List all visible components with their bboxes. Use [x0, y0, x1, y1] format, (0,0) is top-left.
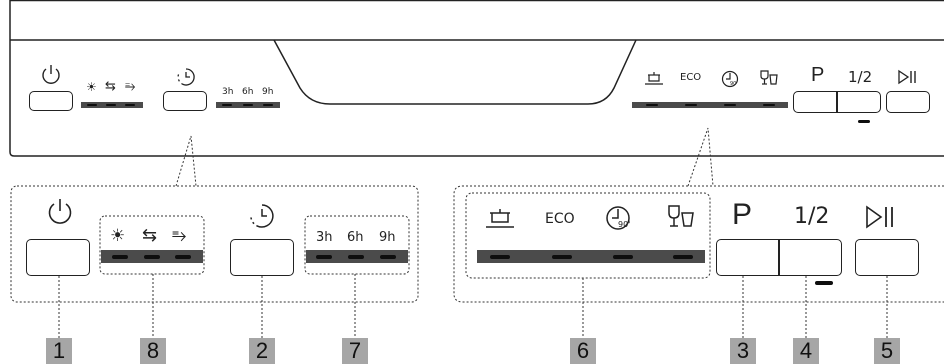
led — [673, 255, 693, 259]
play-pause-icon — [898, 69, 916, 85]
delay-timer-icon — [250, 204, 274, 228]
half-load-led-top — [858, 120, 870, 123]
rinse-aid-icon: ☀ — [110, 226, 126, 246]
callout-number: 7 — [342, 338, 368, 364]
pot-icon — [486, 209, 514, 228]
led — [613, 255, 633, 259]
panel-outline — [9, 0, 944, 157]
button-divider — [836, 91, 838, 113]
led — [380, 255, 396, 259]
program-strip — [477, 250, 705, 263]
salt-icon: ⇆ — [105, 79, 116, 94]
half-load-led — [815, 281, 833, 285]
water-tap-icon: ⥱ — [172, 225, 187, 246]
led — [724, 104, 736, 106]
power-button[interactable] — [26, 239, 90, 276]
button-divider — [778, 239, 780, 276]
callout-number: 8 — [140, 338, 166, 364]
water-tap-icon: ⥱ — [125, 79, 136, 94]
delay-button-top[interactable] — [163, 91, 207, 111]
eco-label: ECO — [680, 72, 702, 83]
led — [243, 104, 253, 106]
quick-90-icon: 90' — [721, 70, 739, 88]
power-icon — [42, 65, 60, 84]
power-icon — [48, 199, 72, 224]
timer-label: 6h — [347, 230, 364, 245]
glass-icon — [668, 205, 694, 227]
quick-90-icon: 90' — [606, 206, 630, 230]
led — [490, 255, 510, 259]
callout-number: 1 — [46, 338, 72, 364]
program-label-top: P — [811, 64, 825, 86]
led — [112, 255, 128, 259]
eco-label: ECO — [545, 211, 575, 227]
led — [763, 104, 775, 106]
delay-timer-icon — [177, 68, 195, 86]
led — [552, 255, 572, 259]
led — [125, 104, 135, 106]
callout-number: 3 — [730, 338, 756, 364]
start-pause-button-top[interactable] — [886, 91, 930, 113]
led — [316, 255, 332, 259]
power-button-top[interactable] — [29, 91, 73, 111]
led — [106, 104, 116, 106]
timer-label: 6h — [242, 87, 254, 97]
glass-icon — [760, 70, 778, 85]
svg-text:90': 90' — [730, 81, 738, 87]
svg-text:90': 90' — [618, 220, 630, 229]
led — [87, 104, 97, 106]
delay-start-button[interactable] — [230, 239, 294, 276]
timer-label: 9h — [262, 87, 274, 97]
led — [348, 255, 364, 259]
half-load-label: 1/2 — [794, 204, 830, 229]
callout-number: 5 — [874, 338, 900, 364]
led — [144, 255, 160, 259]
program-strip-top — [632, 102, 788, 108]
start-pause-button[interactable] — [855, 239, 919, 276]
timer-label: 3h — [222, 87, 234, 97]
salt-icon: ⇆ — [142, 225, 158, 246]
led — [646, 104, 658, 106]
program-label: P — [732, 198, 753, 231]
half-load-label-top: 1/2 — [848, 68, 873, 86]
led — [175, 255, 191, 259]
led — [685, 104, 697, 106]
led — [222, 104, 232, 106]
play-pause-icon — [866, 205, 893, 229]
rinse-aid-icon: ☀ — [86, 80, 97, 94]
callout-number: 4 — [793, 338, 819, 364]
timer-label: 3h — [316, 230, 333, 245]
callout-number: 2 — [249, 338, 275, 364]
timer-label: 9h — [379, 230, 396, 245]
led — [263, 104, 273, 106]
callout-number: 6 — [570, 338, 596, 364]
pot-icon — [645, 72, 663, 85]
